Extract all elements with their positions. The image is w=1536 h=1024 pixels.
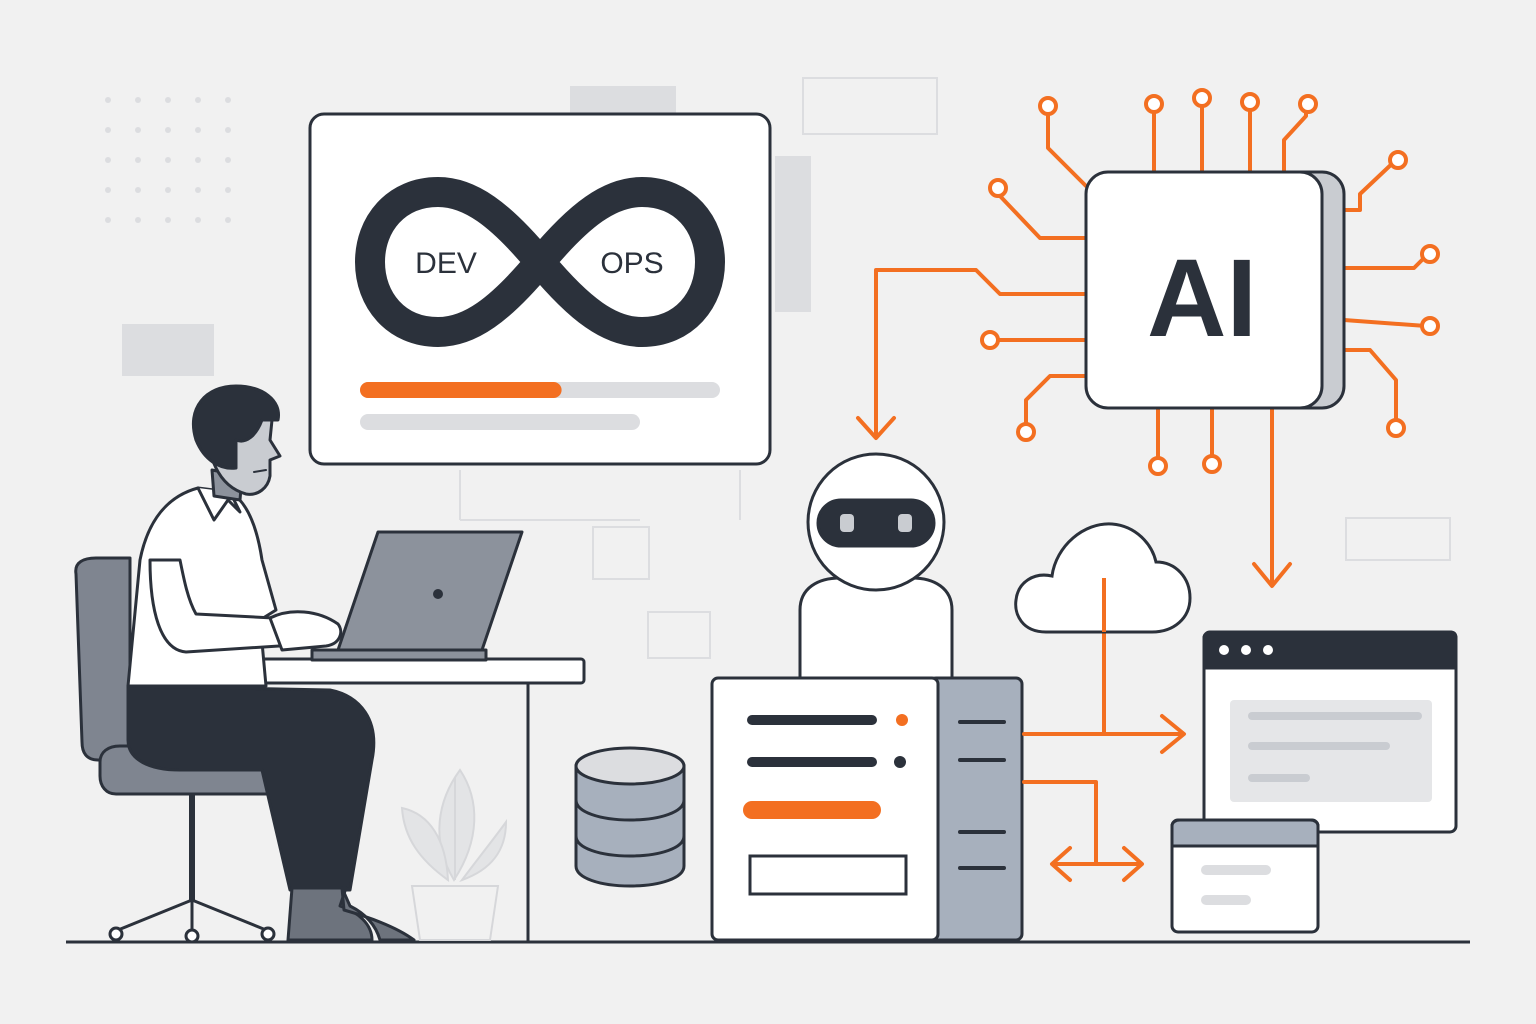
text-placeholder-bar [360,414,640,430]
dot-grid [105,97,231,223]
background-decor [122,86,811,376]
grid-dot [105,187,111,193]
grid-dot [135,187,141,193]
grid-dot [225,157,231,163]
grid-dot [105,217,111,223]
ai-chip-icon: AI [1084,170,1346,410]
plant-icon [400,768,508,941]
grid-dot [225,217,231,223]
grid-dot [135,217,141,223]
devops-panel: DEV OPS [308,112,772,466]
server-icon [710,676,1024,942]
grid-dot [225,97,231,103]
grid-dot [165,97,171,103]
database-icon [574,746,686,888]
grid-dot [195,157,201,163]
person-developer [126,384,416,942]
devops-infinity-icon [355,177,725,347]
grid-dot [195,127,201,133]
grid-dot [165,217,171,223]
grid-dot [135,127,141,133]
grid-dot [165,157,171,163]
grid-dot [135,97,141,103]
ai-circuit-nodes [980,88,1440,476]
grid-dot [225,127,231,133]
laptop-icon [310,530,524,662]
ai-label: AI [1147,237,1257,360]
background-outline-boxes [459,77,1451,659]
ops-label: OPS [600,247,663,280]
robot-icon [798,452,954,682]
grid-dot [105,127,111,133]
small-window-icon [1170,818,1320,934]
grid-dot [225,187,231,193]
browser-window-icon [1202,630,1458,834]
grid-dot [165,187,171,193]
grid-dot [195,217,201,223]
grid-dot [135,157,141,163]
cloud-icon [1014,522,1192,634]
grid-dot [165,127,171,133]
progress-fill [360,382,562,398]
grid-dot [105,97,111,103]
ai-circuit-traces [856,98,1428,588]
grid-dot [105,157,111,163]
dev-label: DEV [415,247,477,280]
grid-dot [195,187,201,193]
grid-dot [195,97,201,103]
